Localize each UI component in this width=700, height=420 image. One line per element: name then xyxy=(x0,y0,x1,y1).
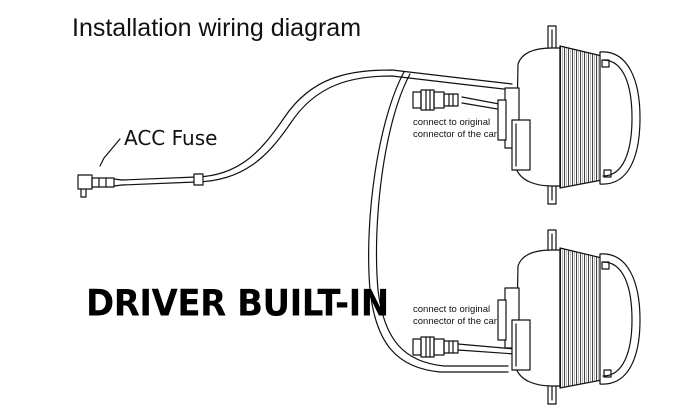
connector-note-top-line1: connect to original xyxy=(413,117,491,128)
connector-note-top: connect to original connector of the car xyxy=(413,117,497,141)
connector-note-bottom-line1: connect to original xyxy=(413,304,491,315)
connector-note-bottom: connect to original connector of the car xyxy=(413,304,497,328)
top-connector-plug xyxy=(412,89,459,111)
fuse-wire xyxy=(121,69,513,186)
fog-lamp-top xyxy=(497,25,641,205)
acc-fuse-connector xyxy=(77,174,123,198)
branch-wire-lower xyxy=(368,71,509,373)
connector-note-top-line2: connector of the car xyxy=(413,129,497,140)
connector-note-bottom-line2: connector of the car xyxy=(413,316,497,327)
diagram-title: Installation wiring diagram xyxy=(72,14,362,42)
acc-fuse-label: ACC Fuse xyxy=(124,126,218,150)
driver-built-in-label: DRIVER BUILT-IN xyxy=(86,282,389,326)
fog-lamp-bottom xyxy=(497,229,641,405)
fuse-label-pointer xyxy=(99,138,121,167)
